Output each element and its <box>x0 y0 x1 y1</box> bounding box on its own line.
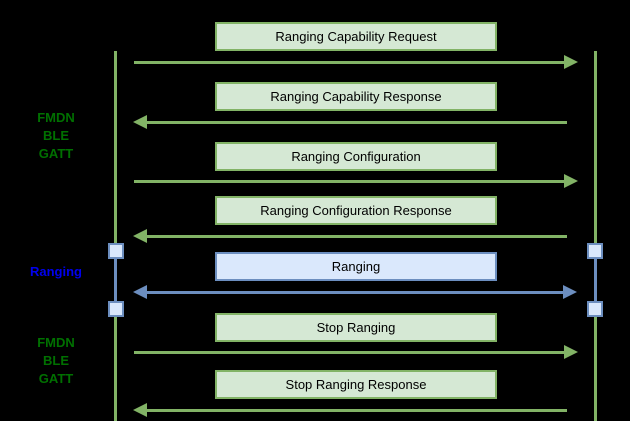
message-arrow-stop-ranging-response <box>147 409 567 412</box>
message-arrow-stop-ranging <box>134 351 564 354</box>
arrow-head-right-icon <box>564 345 578 359</box>
message-arrow-ranging-configuration-response <box>147 235 567 238</box>
phase-label-line: GATT <box>38 371 74 386</box>
ranging-session-segment-right <box>594 251 597 309</box>
lifeline-left <box>114 51 117 421</box>
phase-label-line: GATT <box>38 146 74 161</box>
message-label: Ranging <box>331 259 381 274</box>
message-label: Ranging Configuration Response <box>260 203 452 218</box>
arrow-head-right-icon <box>563 285 577 299</box>
message-arrow-ranging-capability-response <box>147 121 567 124</box>
message-box-stop-ranging: Stop Ranging <box>215 313 497 342</box>
message-box-ranging-configuration-response: Ranging Configuration Response <box>215 196 497 225</box>
arrow-head-left-icon <box>133 285 147 299</box>
phase-label-gatt-bottom: FMDN BLE GATT <box>10 334 102 388</box>
arrow-head-right-icon <box>564 55 578 69</box>
message-label: Ranging Capability Request <box>275 29 437 44</box>
arrow-head-left-icon <box>133 229 147 243</box>
ranging-session-segment-left <box>114 251 117 309</box>
message-arrow-ranging-capability-request <box>134 61 564 64</box>
arrow-head-right-icon <box>564 174 578 188</box>
phase-label-gatt-top: FMDN BLE GATT <box>10 109 102 163</box>
activation-marker-right-end <box>587 301 603 317</box>
message-arrow-ranging-configuration <box>134 180 564 183</box>
phase-label-line: FMDN <box>37 110 75 125</box>
message-label: Ranging Configuration <box>291 149 421 164</box>
phase-label-line: BLE <box>43 353 69 368</box>
message-box-ranging-configuration: Ranging Configuration <box>215 142 497 171</box>
phase-label-ranging: Ranging <box>10 263 102 281</box>
phase-label-line: BLE <box>43 128 69 143</box>
phase-label-line: Ranging <box>30 264 82 279</box>
activation-marker-left-start <box>108 243 124 259</box>
message-box-ranging: Ranging <box>215 252 497 281</box>
message-box-stop-ranging-response: Stop Ranging Response <box>215 370 497 399</box>
arrow-head-left-icon <box>133 403 147 417</box>
message-arrow-ranging <box>147 291 563 294</box>
message-label: Stop Ranging Response <box>285 377 427 392</box>
arrow-head-left-icon <box>133 115 147 129</box>
message-box-ranging-capability-response: Ranging Capability Response <box>215 82 497 111</box>
message-box-ranging-capability-request: Ranging Capability Request <box>215 22 497 51</box>
message-label: Stop Ranging <box>316 320 396 335</box>
activation-marker-left-end <box>108 301 124 317</box>
message-label: Ranging Capability Response <box>270 89 442 104</box>
lifeline-right <box>594 51 597 421</box>
phase-label-line: FMDN <box>37 335 75 350</box>
activation-marker-right-start <box>587 243 603 259</box>
